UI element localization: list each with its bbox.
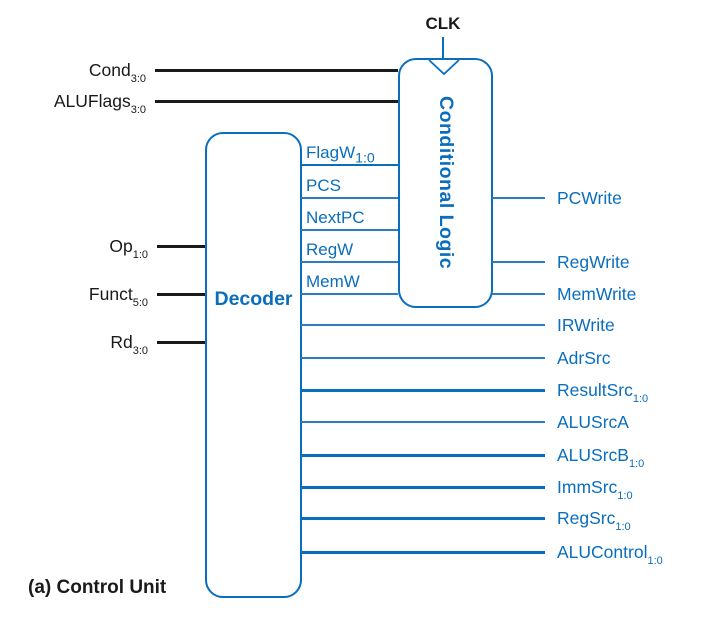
output-label-irwrite: IRWrite xyxy=(557,315,615,335)
input-label-cond: Cond3:0 xyxy=(88,60,146,85)
output-label-memwrite: MemWrite xyxy=(557,284,637,304)
regw-wire xyxy=(301,261,398,263)
regwrite-wire xyxy=(492,261,545,263)
clk-label: CLK xyxy=(425,14,461,33)
pcwrite-wire xyxy=(492,197,545,199)
input-label-aluflags: ALUFlags3:0 xyxy=(53,91,146,116)
pcs-wire xyxy=(301,197,398,199)
output-label-adrsrc: AdrSrc xyxy=(557,348,611,368)
conditional-logic-block xyxy=(398,58,493,308)
figure-caption: (a) Control Unit xyxy=(28,577,167,598)
resultsrc-wire xyxy=(301,388,545,392)
immsrc-wire xyxy=(301,485,545,489)
input-label-funct: Funct5:0 xyxy=(88,284,148,309)
clock-edge-icon xyxy=(428,59,460,76)
signal-label-pcs: PCS xyxy=(306,176,341,195)
alusrcb-wire xyxy=(301,453,545,457)
regsrc-wire xyxy=(301,516,545,520)
rd-wire xyxy=(157,340,205,344)
funct-wire xyxy=(157,292,205,296)
memw-wire xyxy=(301,293,398,295)
conditional-logic-label: Conditional Logic xyxy=(435,96,457,270)
output-label-alusrcb: ALUSrcB1:0 xyxy=(557,445,645,470)
output-label-immsrc: ImmSrc1:0 xyxy=(557,477,633,502)
input-label-op: Op1:0 xyxy=(109,236,148,261)
output-label-regsrc: RegSrc1:0 xyxy=(557,508,631,533)
decoder-block xyxy=(205,132,302,598)
clk-wire xyxy=(442,37,444,58)
signal-label-nextpc: NextPC xyxy=(306,208,365,227)
flagw-wire xyxy=(301,164,398,167)
adrsrc-wire xyxy=(301,357,545,359)
output-label-regwrite: RegWrite xyxy=(557,252,630,272)
cond-wire xyxy=(155,68,398,72)
output-label-pcwrite: PCWrite xyxy=(557,188,622,208)
output-label-resultsrc: ResultSrc1:0 xyxy=(557,380,649,405)
signal-label-memw: MemW xyxy=(306,272,360,291)
alusrca-wire xyxy=(301,421,545,423)
aluflags-wire xyxy=(155,99,398,103)
output-label-alusrca: ALUSrcA xyxy=(557,412,629,432)
nextpc-wire xyxy=(301,229,398,231)
alucontrol-wire xyxy=(301,550,545,554)
signal-label-flagw: FlagW1:0 xyxy=(306,143,375,167)
irwrite-wire xyxy=(301,324,545,326)
op-wire xyxy=(157,244,205,248)
input-label-rd: Rd3:0 xyxy=(110,332,148,357)
signal-label-regw: RegW xyxy=(306,240,354,259)
conditional-logic-label-wrap: Conditional Logic xyxy=(398,58,493,308)
output-label-alucontrol: ALUControl1:0 xyxy=(557,542,663,567)
decoder-label: Decoder xyxy=(214,288,293,310)
memwrite-wire xyxy=(492,293,545,295)
